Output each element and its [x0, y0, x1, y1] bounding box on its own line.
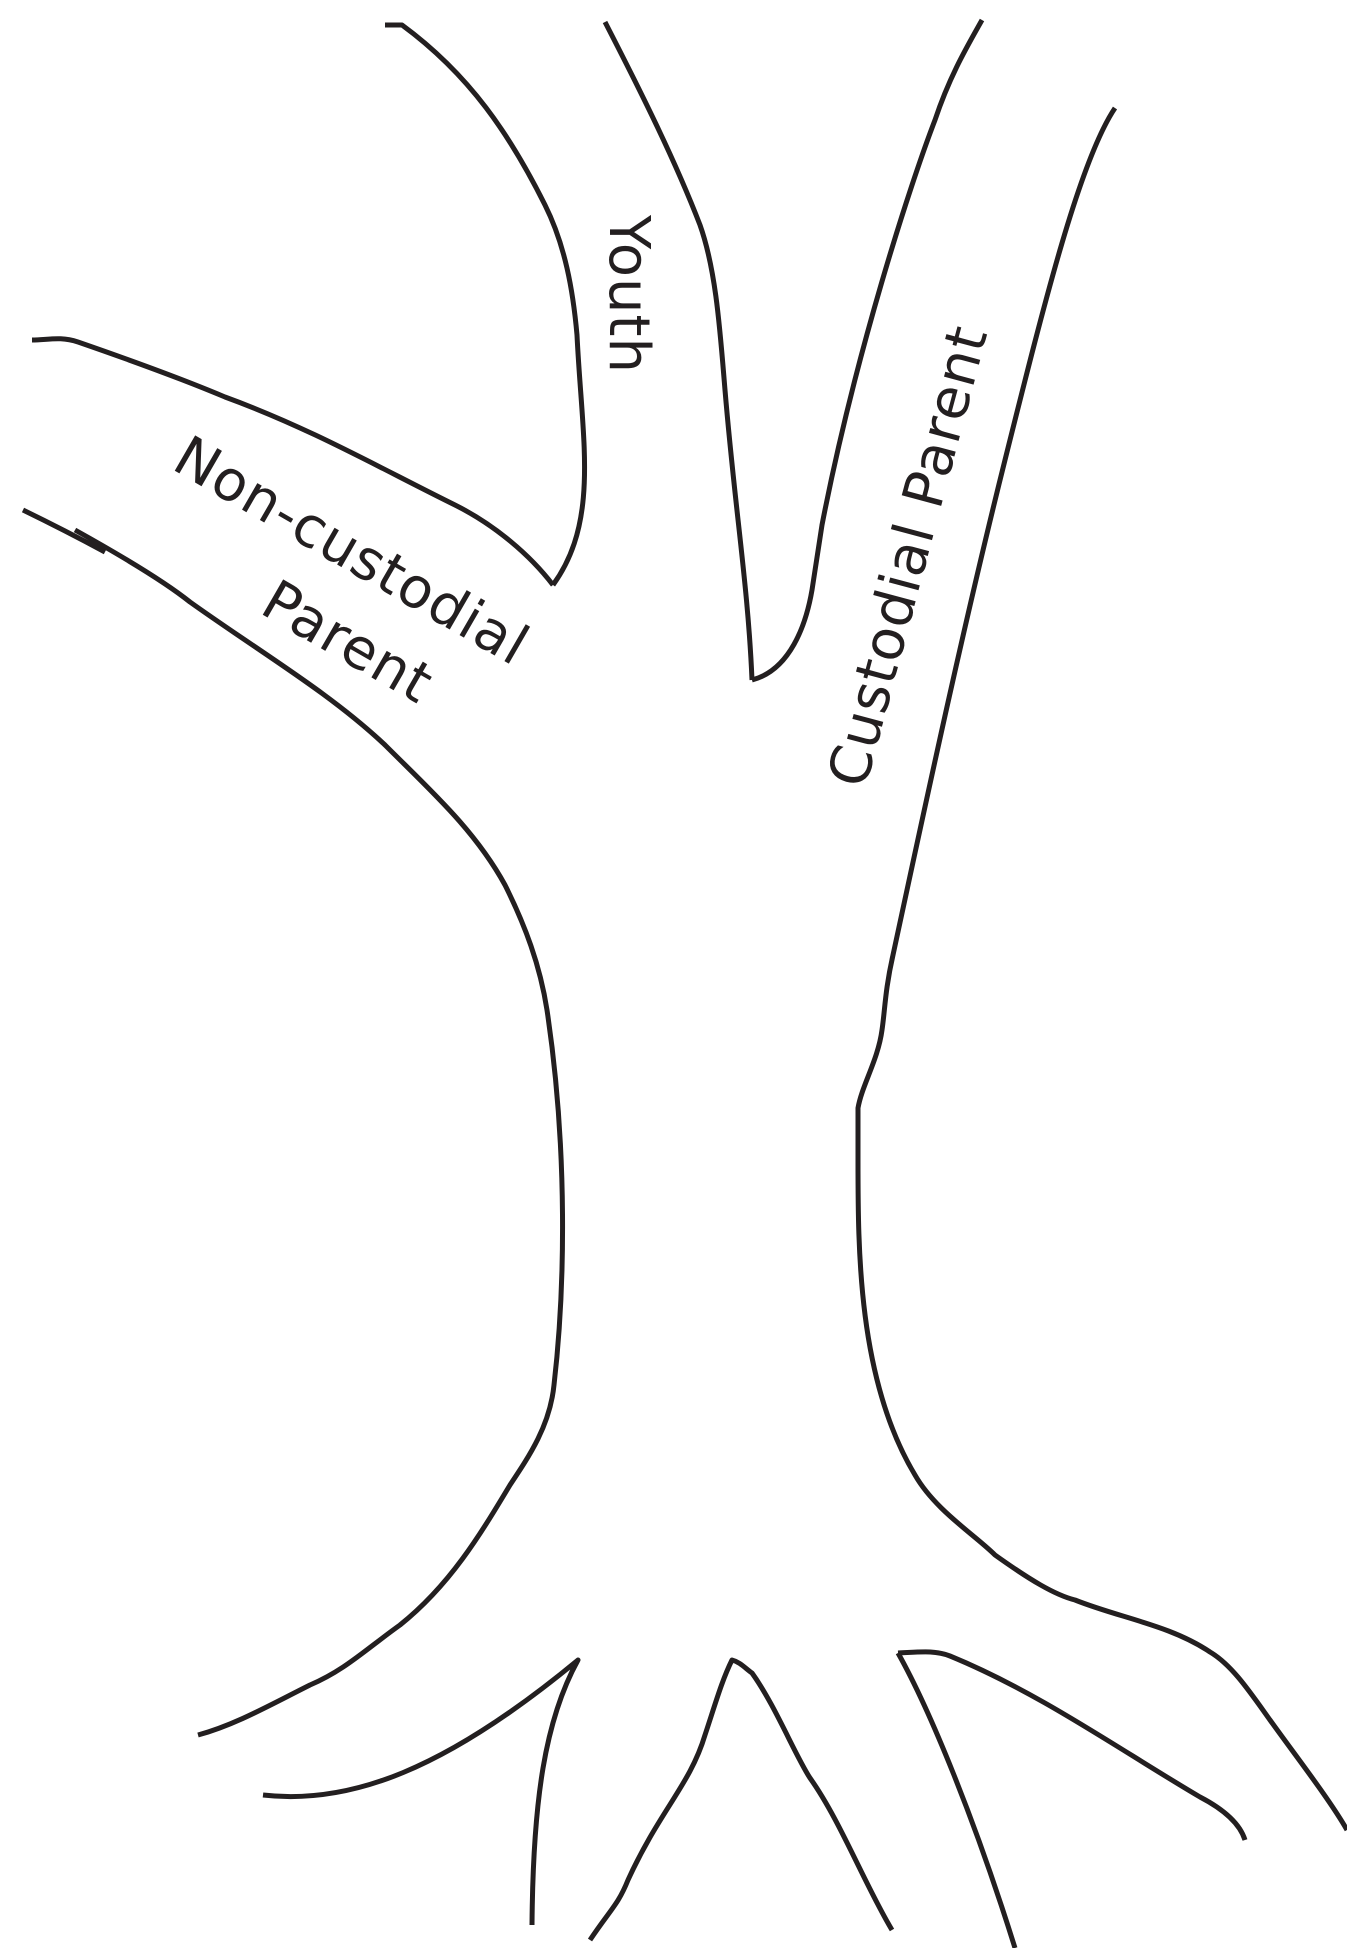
left-root-outline — [263, 1660, 578, 1925]
top-left-branch-outline — [385, 25, 585, 585]
trunk-left-edge — [23, 510, 563, 1735]
custodial-parent-label: Custodial Parent — [816, 319, 1001, 794]
youth-label: Youth — [596, 214, 661, 374]
middle-root-outline — [590, 1660, 892, 1940]
right-root-outline — [898, 1652, 1245, 1948]
